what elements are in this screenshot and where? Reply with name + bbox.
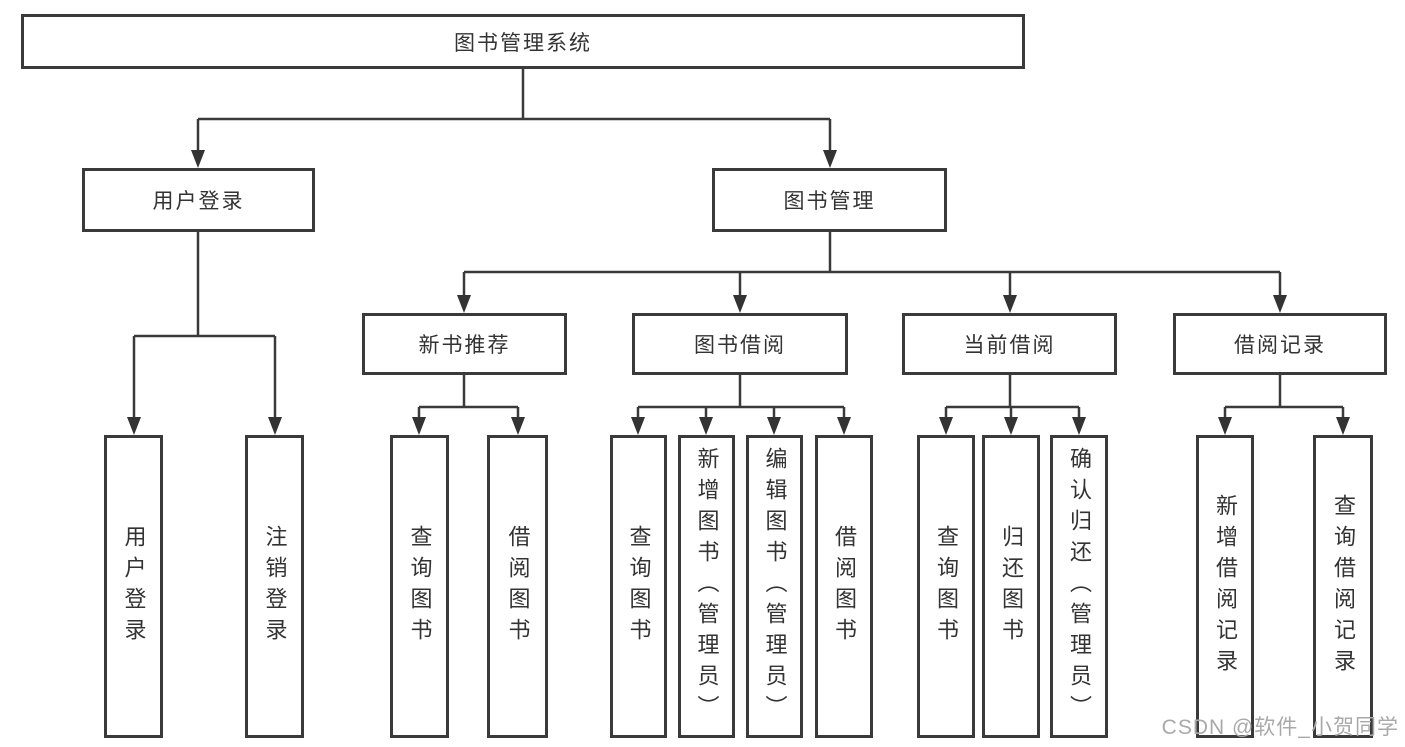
node-borrow-records-label: 借阅记录 [1234, 334, 1326, 357]
connector-book-mgmt [462, 232, 1282, 297]
arrowhead [127, 417, 141, 435]
arrowhead [191, 150, 205, 168]
arrowhead [1072, 417, 1086, 435]
leaf-label: 查询图书 [934, 524, 959, 649]
leaf-label: 查询借阅记录 [1331, 493, 1356, 680]
connector-root [196, 69, 832, 152]
arrowhead [511, 417, 525, 435]
arrowhead [412, 417, 426, 435]
node-new-book-rec: 新书推荐 [362, 313, 567, 375]
leaf-label: 借阅图书 [832, 524, 857, 649]
leaf-label: 注销登录 [262, 524, 288, 649]
connector-borrow-records [1223, 375, 1345, 419]
connector-current-borrow [944, 375, 1081, 419]
leaf-node: 查询图书 [610, 435, 667, 738]
leaf-node: 借阅图书 [815, 435, 873, 738]
node-book-borrow-label: 图书借阅 [694, 334, 786, 357]
leaf-node: 新增图书（管理员） [678, 435, 735, 738]
leaf-node: 借阅图书 [487, 435, 548, 738]
leaf-label: 归还图书 [999, 524, 1024, 649]
leaf-node: 确认归还（管理员） [1050, 435, 1108, 738]
connector-new-book-rec [417, 375, 520, 419]
leaf-label: 借阅图书 [505, 524, 531, 649]
leaf-node: 用户登录 [104, 435, 163, 738]
arrowhead [767, 417, 781, 435]
csdn-watermark: CSDN @软件_小贺同学 [1161, 716, 1399, 739]
leaf-node: 注销登录 [245, 435, 304, 738]
leaf-node: 查询图书 [917, 435, 975, 738]
leaf-node: 查询借阅记录 [1313, 435, 1373, 738]
arrowhead [1336, 417, 1350, 435]
arrowhead [837, 417, 851, 435]
node-user-login: 用户登录 [82, 168, 315, 232]
node-current-borrow-label: 当前借阅 [963, 334, 1056, 357]
leaf-label: 用户登录 [121, 524, 147, 649]
arrowhead [457, 295, 471, 313]
leaf-label: 新增图书（管理员） [694, 447, 720, 726]
node-user-login-label: 用户登录 [152, 190, 245, 213]
leaf-label: 编辑图书（管理员） [762, 447, 788, 726]
node-book-borrow: 图书借阅 [632, 313, 848, 375]
arrowhead [823, 150, 837, 168]
node-root-label: 图书管理系统 [454, 31, 592, 55]
arrowhead [1218, 417, 1232, 435]
leaf-node: 查询图书 [390, 435, 449, 738]
leaf-node: 编辑图书（管理员） [746, 435, 803, 738]
node-borrow-records: 借阅记录 [1173, 313, 1387, 375]
arrowhead [699, 417, 713, 435]
node-book-mgmt-label: 图书管理 [783, 190, 876, 213]
node-new-book-rec-label: 新书推荐 [418, 334, 511, 357]
leaf-label: 查询图书 [407, 524, 433, 649]
arrowhead [1004, 417, 1018, 435]
node-book-mgmt: 图书管理 [712, 168, 947, 232]
connector-user-login [132, 232, 277, 419]
leaf-label: 查询图书 [626, 524, 652, 649]
arrowhead [1003, 295, 1017, 313]
arrowhead [268, 417, 282, 435]
arrowhead [939, 417, 953, 435]
leaf-node: 新增借阅记录 [1196, 435, 1254, 738]
leaf-label: 新增借阅记录 [1213, 493, 1238, 680]
arrowhead [1273, 295, 1287, 313]
arrowhead [631, 417, 645, 435]
node-current-borrow: 当前借阅 [902, 313, 1117, 375]
arrowhead [733, 295, 747, 313]
node-root: 图书管理系统 [21, 14, 1025, 69]
leaf-label: 确认归还（管理员） [1067, 447, 1092, 726]
leaf-node: 归还图书 [982, 435, 1040, 738]
connector-book-borrow [636, 375, 846, 419]
